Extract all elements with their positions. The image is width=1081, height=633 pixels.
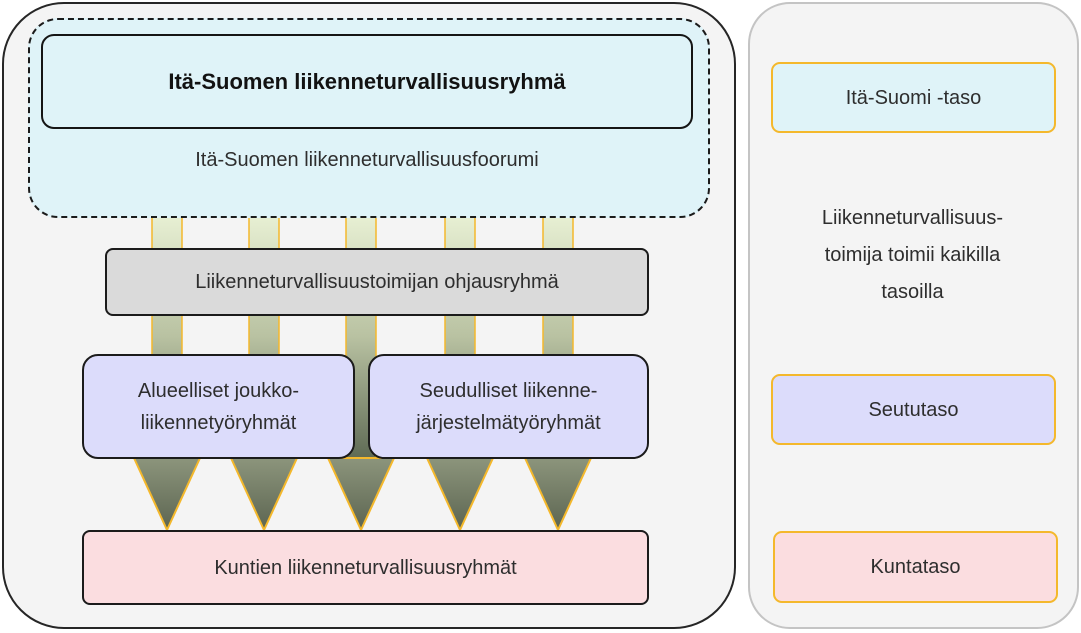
down-arrow-icon bbox=[524, 457, 592, 531]
levels-note-text: Liikenneturvallisuus- toimija toimii kai… bbox=[821, 207, 1004, 303]
steering-group-box: Itä-Suomen liikenneturvallisuusryhmä bbox=[41, 34, 693, 129]
levels-note: Liikenneturvallisuus- toimija toimii kai… bbox=[760, 200, 1065, 311]
level-subregion-label: Seututaso bbox=[868, 398, 959, 421]
subregional-transport-box: Seudulliset liikenne- järjestelmätyöryhm… bbox=[368, 354, 649, 459]
regional-transport-label: Alueelliset joukko- liikennetyöryhmät bbox=[137, 379, 300, 434]
down-arrow-icon bbox=[426, 457, 494, 531]
down-arrow-icon bbox=[327, 457, 395, 531]
down-arrow-icon bbox=[230, 457, 298, 531]
level-east-finland-label: Itä-Suomi -taso bbox=[845, 86, 982, 109]
level-subregion: Seututaso bbox=[771, 374, 1056, 445]
level-municipality: Kuntataso bbox=[773, 531, 1058, 603]
level-east-finland: Itä-Suomi -taso bbox=[771, 62, 1056, 133]
regional-transport-box: Alueelliset joukko- liikennetyöryhmät bbox=[82, 354, 355, 459]
forum-label: Itä-Suomen liikenneturvallisuusfoorumi bbox=[195, 149, 539, 171]
forum-label-area: Itä-Suomen liikenneturvallisuusfoorumi bbox=[41, 140, 693, 180]
level-municipality-label: Kuntataso bbox=[870, 556, 961, 578]
steering-group-label: Itä-Suomen liikenneturvallisuusryhmä bbox=[168, 68, 566, 94]
municipal-groups-label: Kuntien liikenneturvallisuusryhmät bbox=[214, 556, 517, 579]
subregional-transport-label: Seudulliset liikenne- järjestelmätyöryhm… bbox=[416, 379, 601, 434]
down-arrow-icon bbox=[133, 457, 201, 531]
actor-steering-box: Liikenneturvallisuustoimijan ohjausryhmä bbox=[105, 248, 649, 316]
municipal-groups-box: Kuntien liikenneturvallisuusryhmät bbox=[82, 530, 649, 605]
actor-steering-label: Liikenneturvallisuustoimijan ohjausryhmä bbox=[195, 271, 559, 293]
